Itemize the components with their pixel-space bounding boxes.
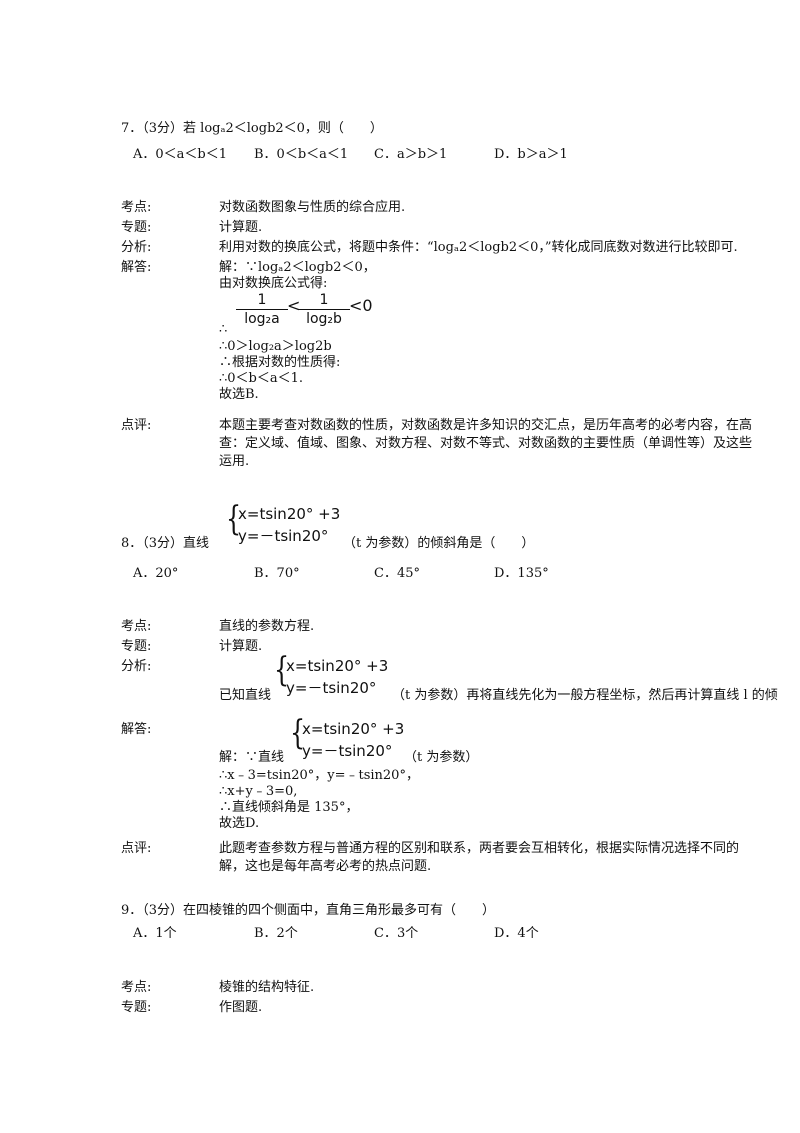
q7-less-than: < <box>287 296 301 315</box>
q7-jieda-line1: 解：∵logₐ2＜logb2＜0， <box>219 260 376 275</box>
q7-therefore: ∴ <box>219 322 228 337</box>
q8-stem-brace: { <box>226 499 242 539</box>
q7-dianping-line1: 本题主要考查对数函数的性质，对数函数是许多知识的交汇点，是历年高考的必考内容，在… <box>219 418 753 433</box>
q8-fenxi-brace: { <box>274 650 290 690</box>
q7-fraction-1-denominator: log₂a <box>244 311 280 327</box>
q8-fenxi-eq1: x=tsin20° +3 <box>286 657 389 675</box>
q7-fraction-2-numerator: 1 <box>319 292 329 308</box>
q7-dianping-line3: 运用. <box>219 454 250 469</box>
q9-option-b: B．2个 <box>254 926 298 941</box>
q8-zhuanti-label: 专题: <box>121 639 152 654</box>
q8-dianping-line2: 解，这也是每年高考必考的热点问题. <box>219 859 432 874</box>
q7-jieda-line5: ∴根据对数的性质得: <box>219 355 341 370</box>
q7-dianping-line2: 查：定义域、值域、图象、对数方程、对数不等式、对数函数的主要性质（单调性等）及这… <box>219 436 753 451</box>
q9-kaodian-label: 考点: <box>121 980 152 995</box>
q8-option-c: C．45° <box>374 566 420 581</box>
q7-fraction-1-bar <box>236 309 288 310</box>
q8-dianping-line1: 此题考查参数方程与普通方程的区别和联系，两者要会互相转化，根据实际情况选择不同的 <box>219 841 740 856</box>
q7-kaodian: 对数函数图象与性质的综合应用. <box>219 200 406 215</box>
q7-jieda-label: 解答: <box>121 260 152 275</box>
q7-jieda-line7: 故选B. <box>219 387 259 402</box>
q7-fraction-2-denominator: log₂b <box>306 311 342 327</box>
q7-fenxi: 利用对数的换底公式，将题中条件：“logₐ2＜logb2＜0，”转化成同底数对数… <box>219 240 738 255</box>
q7-fraction-2-bar <box>298 309 350 310</box>
q9-zhuanti: 作图题. <box>219 1000 263 1015</box>
q7-option-d: D．b＞a＞1 <box>494 147 568 162</box>
q8-jieda-line2: ∴x﹣3=tsin20°，y=﹣tsin20°， <box>219 768 419 783</box>
q8-jieda-line5: 故选D. <box>219 816 260 831</box>
q8-fenxi-suffix: （t 为参数）再将直线先化为一般方程坐标，然后再计算直线 l 的倾 <box>392 688 778 703</box>
q8-option-a: A．20° <box>133 566 179 581</box>
q8-jieda-prefix: 解：∵直线 <box>219 750 285 765</box>
q7-stem: 7．（3分）若 logₐ2＜logb2＜0，则（ ） <box>121 121 383 136</box>
q7-jieda-line4: ∴0＞log₂a＞log2b <box>219 339 332 354</box>
q7-jieda-line6: ∴0＜b＜a＜1. <box>219 371 304 386</box>
q7-kaodian-label: 考点: <box>121 200 152 215</box>
q9-option-d: D．4个 <box>494 926 539 941</box>
q7-zhuanti-label: 专题: <box>121 220 152 235</box>
q8-kaodian-label: 考点: <box>121 619 152 634</box>
q8-fenxi-label: 分析: <box>121 659 152 674</box>
q8-jieda-line4: ∴直线倾斜角是 135°， <box>219 800 359 815</box>
q8-jieda-brace: { <box>290 713 306 753</box>
q7-option-b: B．0＜b＜a＜1 <box>254 147 349 162</box>
q8-jieda-label: 解答: <box>121 722 152 737</box>
q7-fraction-2: 1 log₂b <box>298 292 350 327</box>
q9-stem: 9．（3分）在四棱锥的四个侧面中，直角三角形最多可有（ ） <box>121 903 496 918</box>
q7-fraction-1-numerator: 1 <box>257 292 267 308</box>
q7-dianping-label: 点评: <box>121 418 152 433</box>
q7-option-a: A．0＜a＜b＜1 <box>133 147 228 162</box>
q7-zhuanti: 计算题. <box>219 220 263 235</box>
q8-stem-eq1: x=tsin20° +3 <box>238 505 341 523</box>
q7-fraction-1: 1 log₂a <box>236 292 288 327</box>
q8-jieda-line3: ∴x+y﹣3=0, <box>219 784 298 799</box>
q7-jieda-line2: 由对数换底公式得: <box>219 276 328 291</box>
q8-kaodian: 直线的参数方程. <box>219 619 315 634</box>
q9-kaodian: 棱锥的结构特征. <box>219 980 315 995</box>
q9-option-a: A．1个 <box>133 926 177 941</box>
q8-jieda-eq2: y=－tsin20° <box>302 742 393 760</box>
q9-zhuanti-label: 专题: <box>121 1000 152 1015</box>
q8-jieda-eq1: x=tsin20° +3 <box>302 720 405 738</box>
q8-fenxi-prefix: 已知直线 <box>219 688 272 703</box>
q8-zhuanti: 计算题. <box>219 639 263 654</box>
q8-stem-suffix: （t 为参数）的倾斜角是（ ） <box>343 536 535 551</box>
q8-stem-eq2: y=－tsin20° <box>238 527 329 545</box>
q8-jieda-suffix: （t 为参数） <box>404 750 479 765</box>
q8-stem-prefix: 8．（3分）直线 <box>121 536 210 551</box>
q7-less-than-zero: <0 <box>349 296 373 315</box>
q7-fenxi-label: 分析: <box>121 240 152 255</box>
q8-fenxi-eq2: y=－tsin20° <box>286 679 377 697</box>
q7-option-c: C．a＞b＞1 <box>374 147 448 162</box>
q8-option-d: D．135° <box>494 566 549 581</box>
q8-option-b: B．70° <box>254 566 300 581</box>
q9-option-c: C．3个 <box>374 926 419 941</box>
q8-dianping-label: 点评: <box>121 841 152 856</box>
